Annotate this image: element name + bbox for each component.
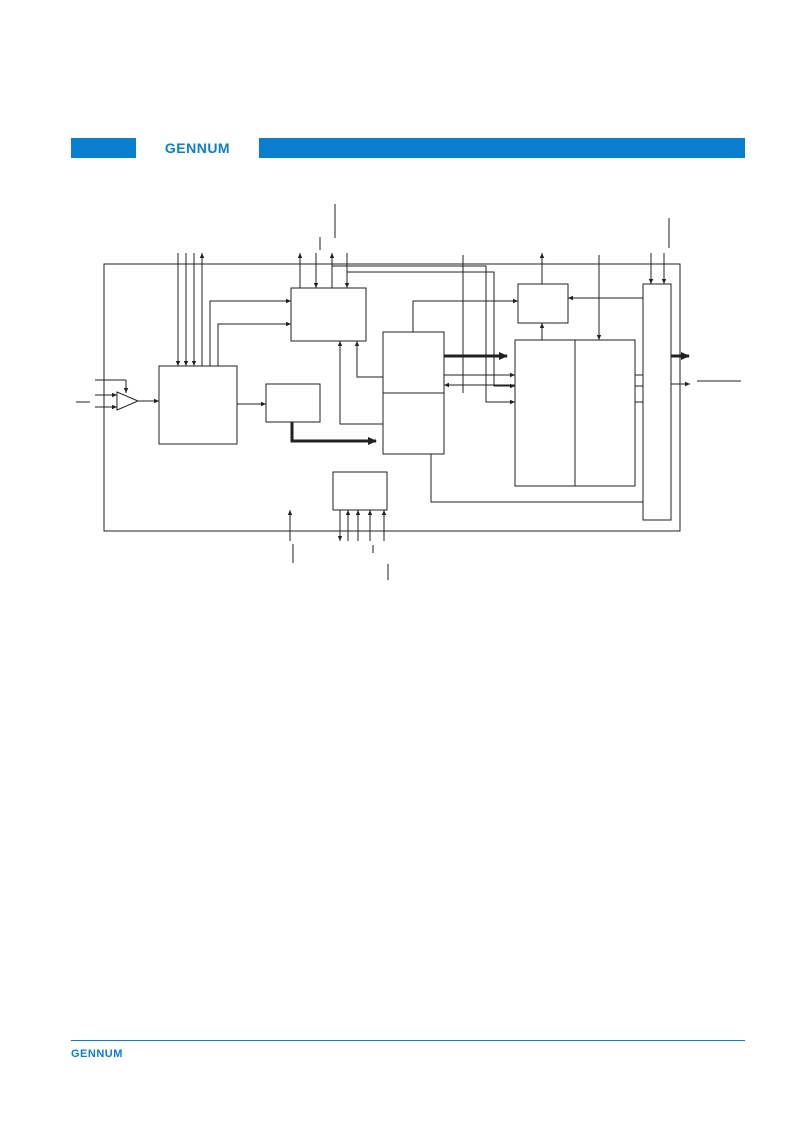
bold-path-to-center <box>290 422 377 445</box>
block-control-top <box>290 287 367 342</box>
footer-rule <box>71 1040 745 1041</box>
footer-logo: GENNUM <box>71 1048 123 1060</box>
block-center-upper <box>382 331 445 394</box>
header-band-left <box>71 138 136 158</box>
chip-outline <box>103 263 681 532</box>
amplifier-icon <box>116 391 140 411</box>
header-logo: GENNUM <box>164 140 231 156</box>
block-bottom <box>332 471 388 511</box>
block-input-processor <box>158 365 238 445</box>
block-small-a <box>265 383 321 423</box>
header-band-right <box>259 138 745 158</box>
block-center-lower <box>382 392 445 455</box>
block-top-right <box>517 283 569 324</box>
block-output-tall <box>642 283 672 521</box>
